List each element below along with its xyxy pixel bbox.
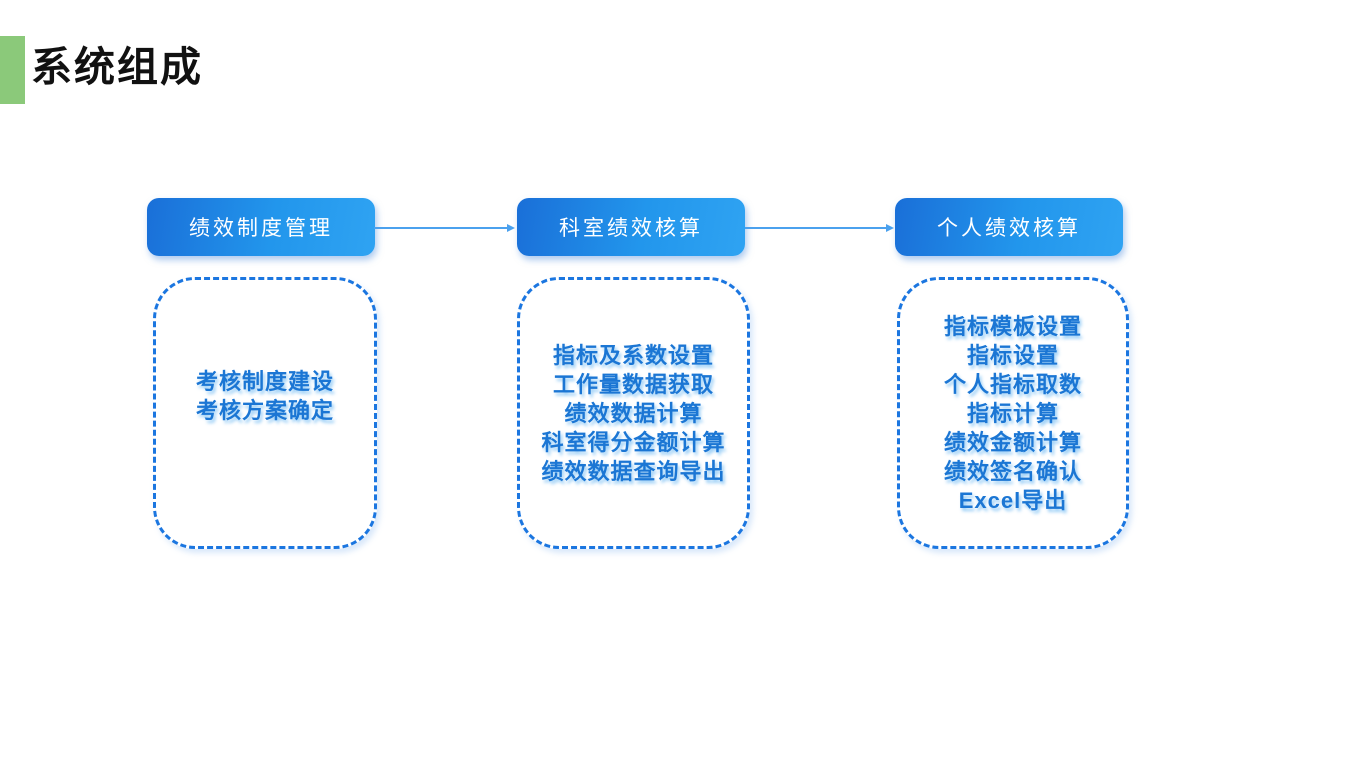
flow-item: 指标模板设置 <box>943 313 1082 339</box>
flow-header-label: 绩效制度管理 <box>189 216 333 240</box>
arrow-line <box>745 227 887 229</box>
flow-header-personal-accounting: 个人绩效核算 <box>895 198 1123 256</box>
title-accent-bar <box>0 36 25 104</box>
flow-body-personal-accounting: 指标模板设置 指标设置 个人指标取数 指标计算 绩效金额计算 绩效签名确认 Ex… <box>897 277 1129 549</box>
flow-arrow-1 <box>374 224 515 232</box>
flow-header-label: 个人绩效核算 <box>937 216 1081 240</box>
page-title: 系统组成 <box>31 44 203 90</box>
flow-item: 绩效数据查询导出 <box>541 458 726 484</box>
flow-item: 指标设置 <box>966 342 1059 368</box>
arrow-line <box>374 227 508 229</box>
flow-item: 绩效签名确认 <box>943 458 1082 484</box>
flow-header-label: 科室绩效核算 <box>559 216 703 240</box>
flow-body-performance-system: 考核制度建设 考核方案确定 <box>153 277 377 549</box>
flow-item: 科室得分金额计算 <box>541 429 726 455</box>
flow-item: Excel导出 <box>958 487 1068 513</box>
flow-item: 指标计算 <box>966 400 1059 426</box>
flow-arrow-2 <box>745 224 894 232</box>
flow-item: 指标及系数设置 <box>552 342 714 368</box>
flow-item: 考核方案确定 <box>195 398 334 423</box>
flow-header-performance-system: 绩效制度管理 <box>147 198 375 256</box>
arrow-right-icon <box>507 224 515 232</box>
flow-item: 个人指标取数 <box>943 371 1082 397</box>
flow-item: 工作量数据获取 <box>552 371 714 397</box>
flow-body-dept-accounting: 指标及系数设置 工作量数据获取 绩效数据计算 科室得分金额计算 绩效数据查询导出 <box>517 277 750 549</box>
flow-item: 绩效金额计算 <box>943 429 1082 455</box>
flow-header-dept-accounting: 科室绩效核算 <box>517 198 745 256</box>
flow-item: 绩效数据计算 <box>564 400 703 426</box>
flow-item: 考核制度建设 <box>195 369 334 394</box>
arrow-right-icon <box>886 224 894 232</box>
